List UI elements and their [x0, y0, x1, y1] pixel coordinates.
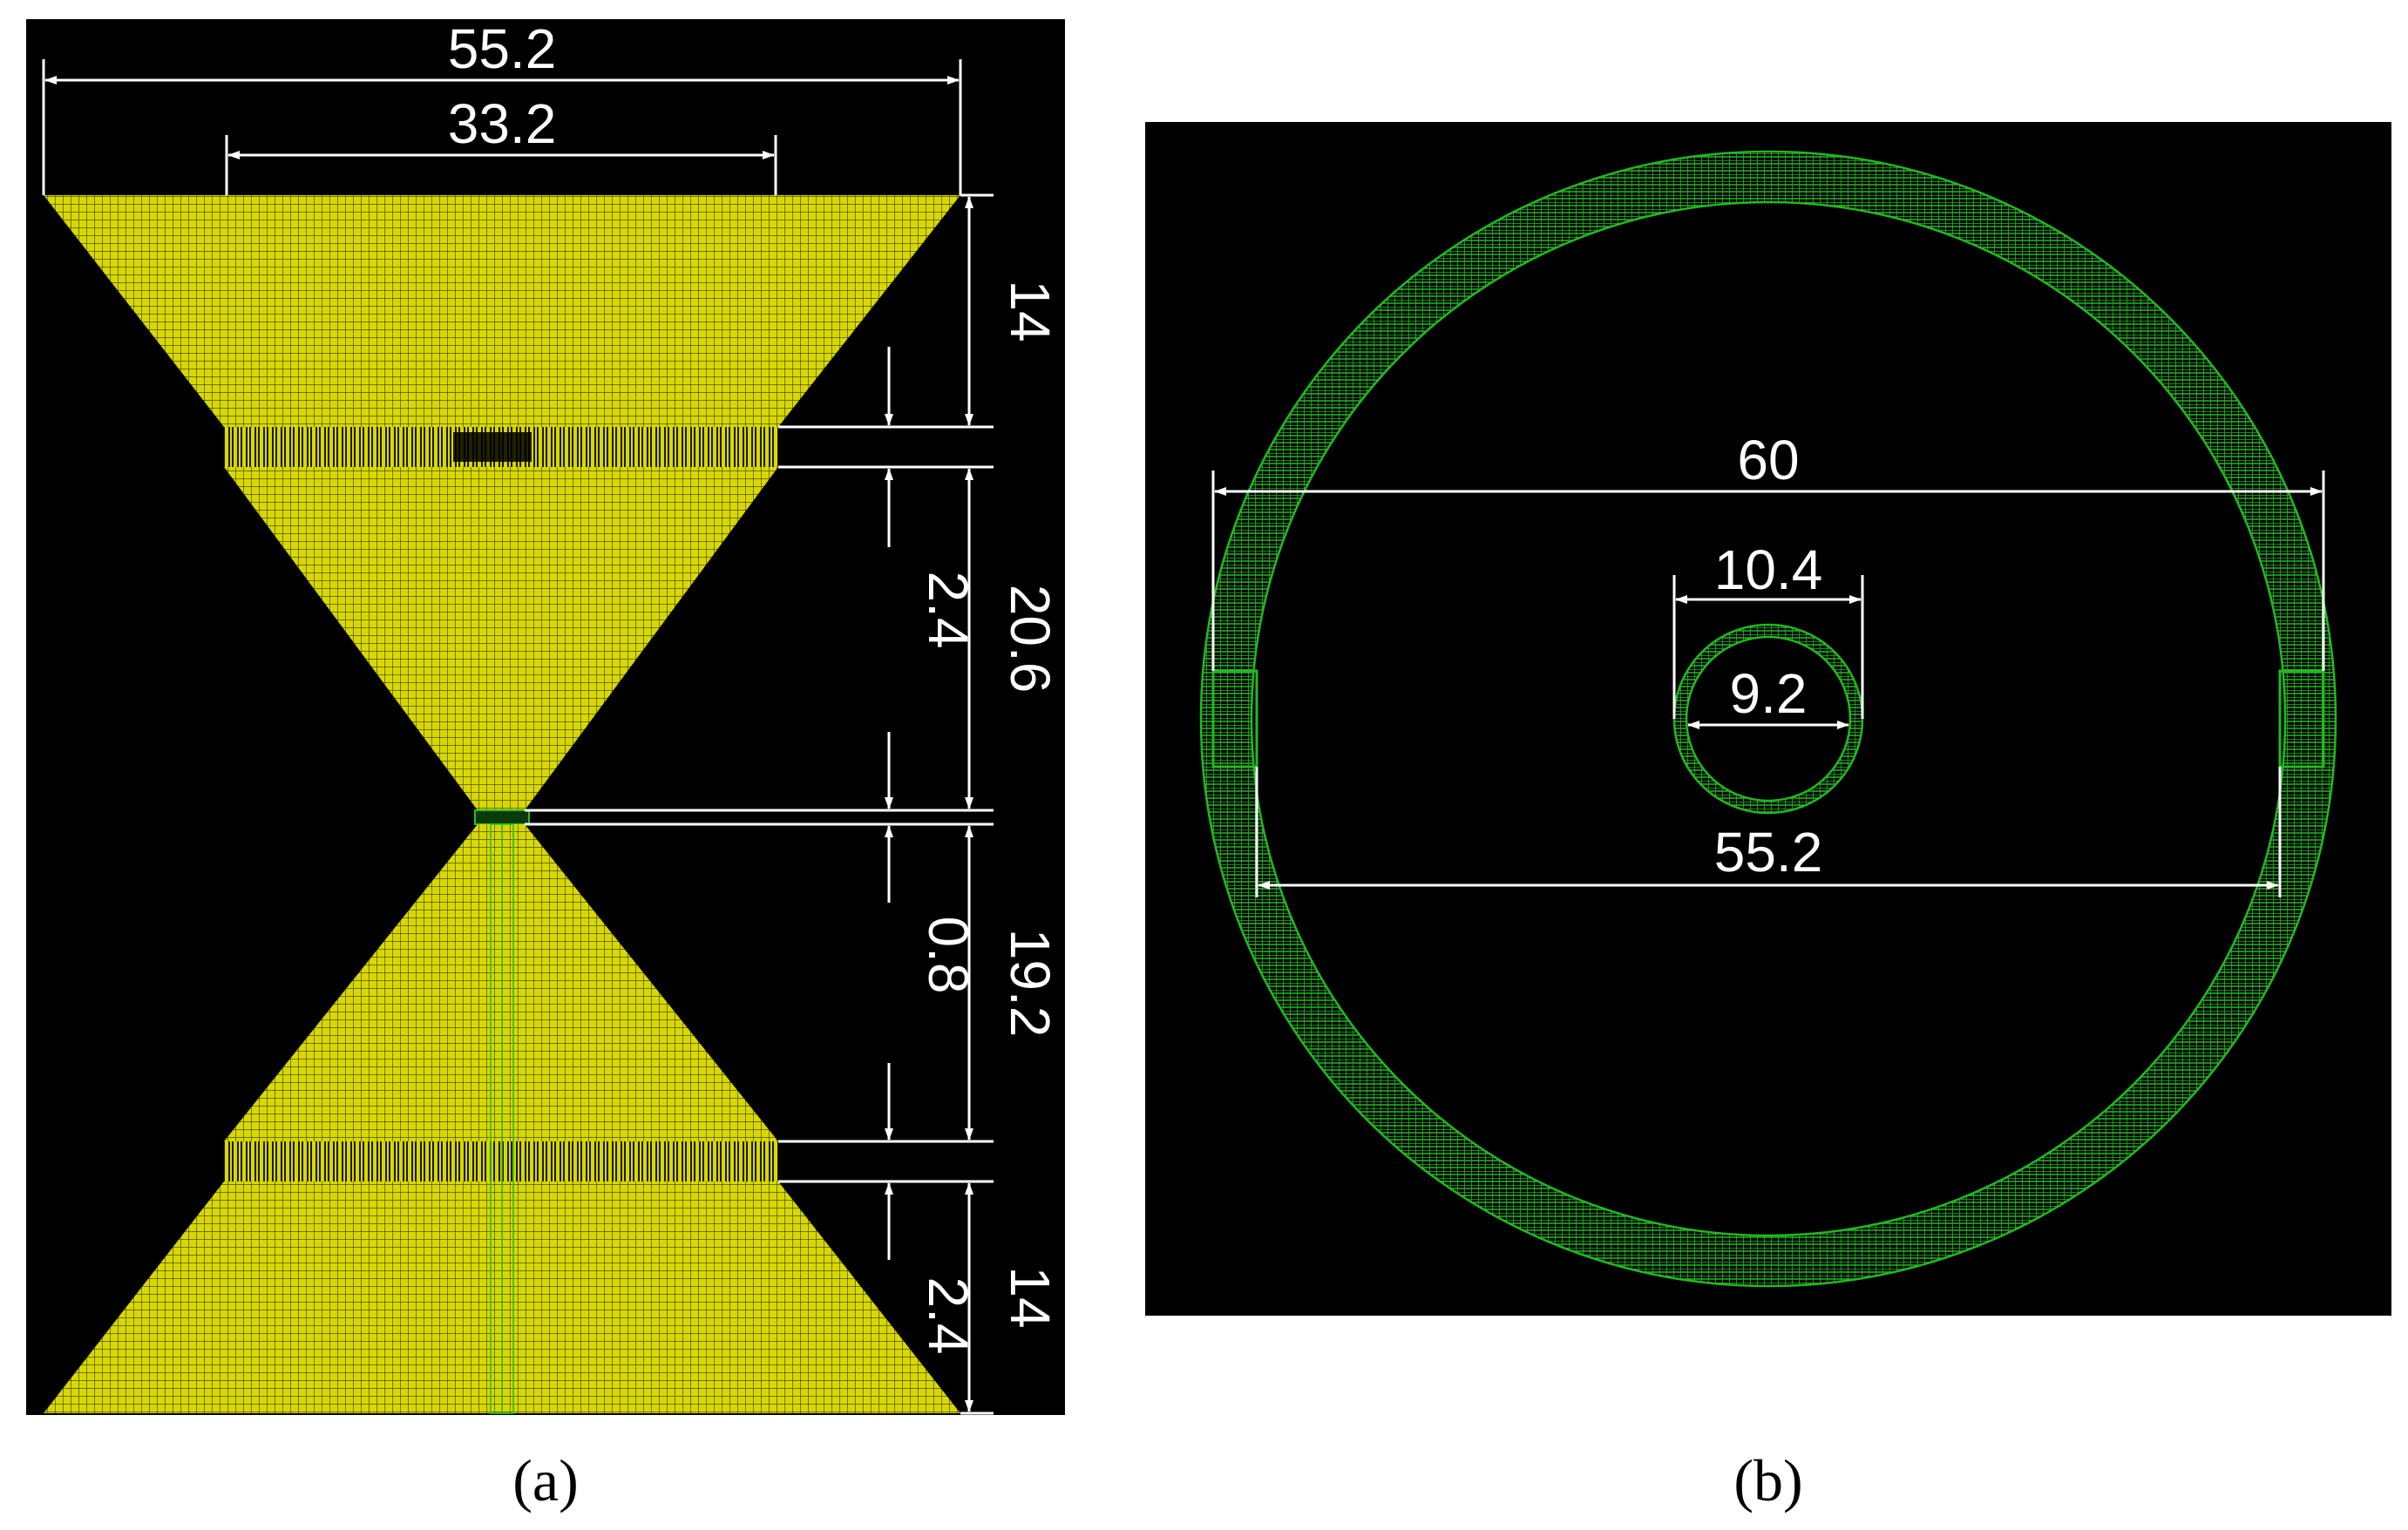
- dim-outer-diameter: 60: [1211, 429, 2325, 671]
- inner-ring-inner-edge: [1685, 635, 1852, 802]
- dim-lower-cone-height-label: 19.2: [999, 929, 1062, 1038]
- upper-band-dark-gap: [453, 432, 532, 462]
- dim-inner-inner-diameter: 9.2: [1687, 662, 1849, 729]
- panel-b: 60 55.2 10.4 9.2 (b): [1145, 122, 2391, 1513]
- dim-lower-cone-height: 19.2: [965, 825, 1062, 1141]
- dim-bottom-cone-height: 14: [965, 1182, 1062, 1412]
- outer-ring-outer-edge: [1199, 150, 2337, 1288]
- dim-lower-band-height-label: 2.4: [917, 1277, 980, 1355]
- panel-a: 55.2 33.2 14 20.6 19.2: [26, 17, 1065, 1513]
- dim-top-inner-label: 33.2: [448, 92, 557, 155]
- outer-ring-port-right: [2278, 669, 2325, 768]
- dim-inner-outer-diameter: 10.4: [1672, 538, 1864, 719]
- dim-upper-band-height-label: 2.4: [917, 572, 980, 649]
- dim-top-cone-height: 14: [965, 196, 1062, 426]
- top-cone-mesh: [44, 195, 960, 427]
- dim-lower-band-height: 2.4: [885, 1063, 980, 1355]
- dim-outer-diameter-label: 60: [1737, 429, 1799, 491]
- outer-ring: [1201, 152, 2336, 1286]
- dim-top-outer-label: 55.2: [448, 17, 557, 80]
- dim-inner-inner-diameter-label: 9.2: [1730, 662, 1808, 725]
- dim-outer-inner-diameter: 55.2: [1255, 767, 2282, 897]
- dim-top-cone-height-label: 14: [999, 280, 1062, 342]
- dim-upper-band-height: 2.4: [885, 347, 980, 649]
- inner-ring: [1674, 625, 1862, 813]
- outer-ring-port-left: [1211, 669, 1258, 768]
- dim-throat-height: 0.8: [885, 732, 980, 994]
- outer-ring-inner-edge: [1250, 200, 2287, 1237]
- dim-outer-inner-diameter-label: 55.2: [1714, 821, 1823, 883]
- panel-b-background: [1145, 122, 2391, 1316]
- throat-mesh: [474, 809, 530, 825]
- dim-inner-outer-diameter-label: 10.4: [1714, 538, 1823, 601]
- dim-upper-cone-height-label: 20.6: [999, 585, 1062, 694]
- upper-cone-mesh: [224, 467, 778, 810]
- dim-upper-cone-height: 20.6: [965, 468, 1062, 809]
- dim-throat-height-label: 0.8: [917, 917, 980, 994]
- panel-b-caption: (b): [1733, 1447, 1802, 1513]
- panel-a-caption: (a): [512, 1447, 578, 1513]
- dim-top-outer: 55.2: [42, 17, 962, 195]
- dim-bottom-cone-height-label: 14: [999, 1266, 1062, 1328]
- dim-top-inner: 33.2: [225, 92, 777, 195]
